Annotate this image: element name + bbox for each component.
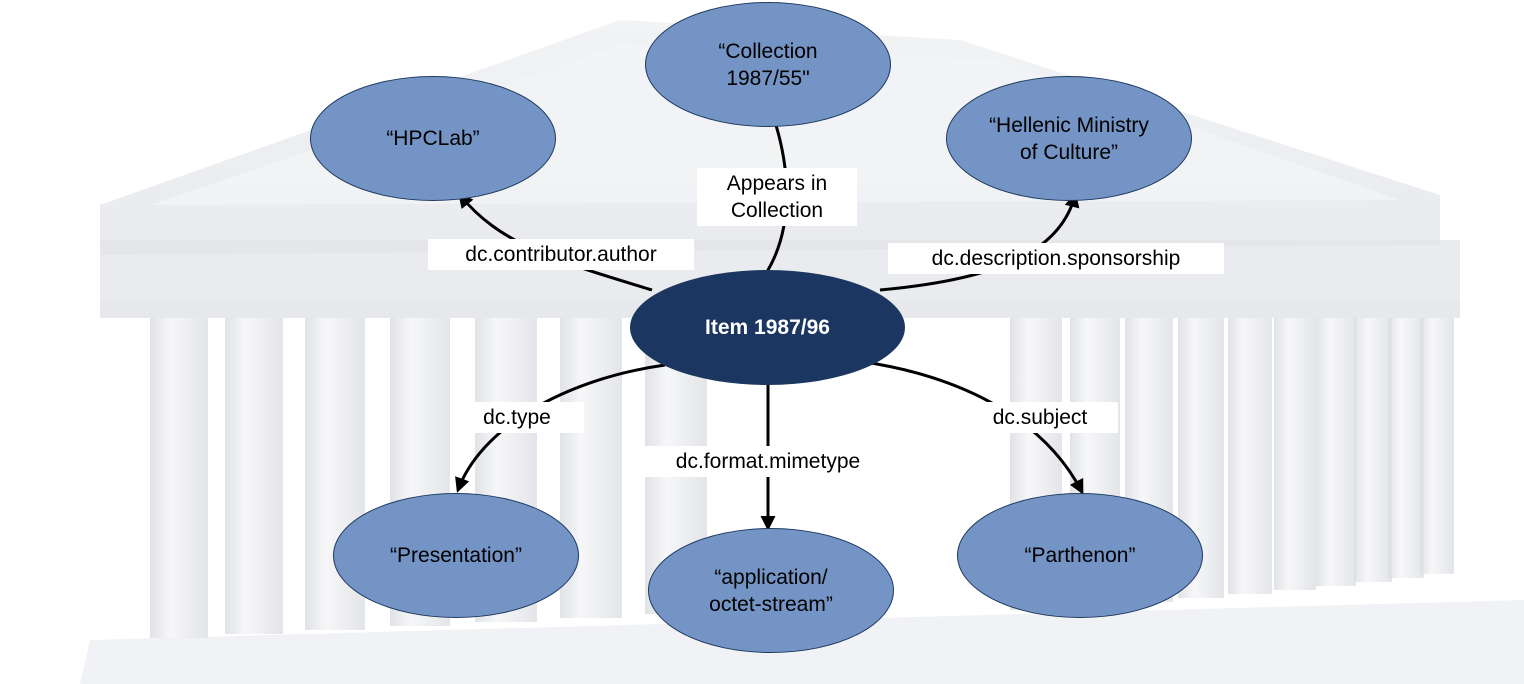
edge-label-mimetype: dc.format.mimetype bbox=[639, 446, 897, 477]
temple-column bbox=[1354, 318, 1392, 582]
temple-column bbox=[1388, 318, 1424, 578]
temple-column bbox=[1420, 318, 1454, 574]
temple-column bbox=[150, 318, 208, 638]
node-ministry-text: “Hellenic Ministry of Culture” bbox=[989, 113, 1149, 164]
temple-column bbox=[1274, 318, 1316, 590]
edge-label-subject: dc.subject bbox=[962, 402, 1118, 433]
node-ministry: “Hellenic Ministry of Culture” bbox=[946, 76, 1192, 201]
node-hpclab: “HPCLab” bbox=[310, 76, 556, 201]
node-mimetype-value: “application/ octet-stream” bbox=[648, 528, 894, 653]
node-presentation: “Presentation” bbox=[333, 493, 579, 618]
node-hpclab-text: “HPCLab” bbox=[386, 127, 480, 150]
node-item-center-text: Item 1987/96 bbox=[705, 316, 830, 339]
node-mimetype-value-text: “application/ octet-stream” bbox=[709, 565, 833, 616]
edge-label-sponsorship: dc.description.sponsorship bbox=[888, 243, 1224, 274]
temple-column bbox=[225, 318, 283, 634]
edge-label-author: dc.contributor.author bbox=[428, 239, 694, 270]
node-presentation-text: “Presentation” bbox=[390, 544, 522, 567]
node-item-center: Item 1987/96 bbox=[630, 270, 905, 385]
temple-column bbox=[1228, 318, 1272, 594]
node-parthenon-text: “Parthenon” bbox=[1024, 544, 1136, 567]
node-collection-text: “Collection 1987/55" bbox=[718, 39, 818, 90]
node-parthenon: “Parthenon” bbox=[957, 493, 1203, 618]
edge-label-type: dc.type bbox=[450, 402, 584, 433]
edge-label-appears-in: Appears in Collection bbox=[697, 168, 857, 226]
temple-column bbox=[1316, 318, 1356, 586]
node-collection: “Collection 1987/55" bbox=[645, 2, 891, 127]
